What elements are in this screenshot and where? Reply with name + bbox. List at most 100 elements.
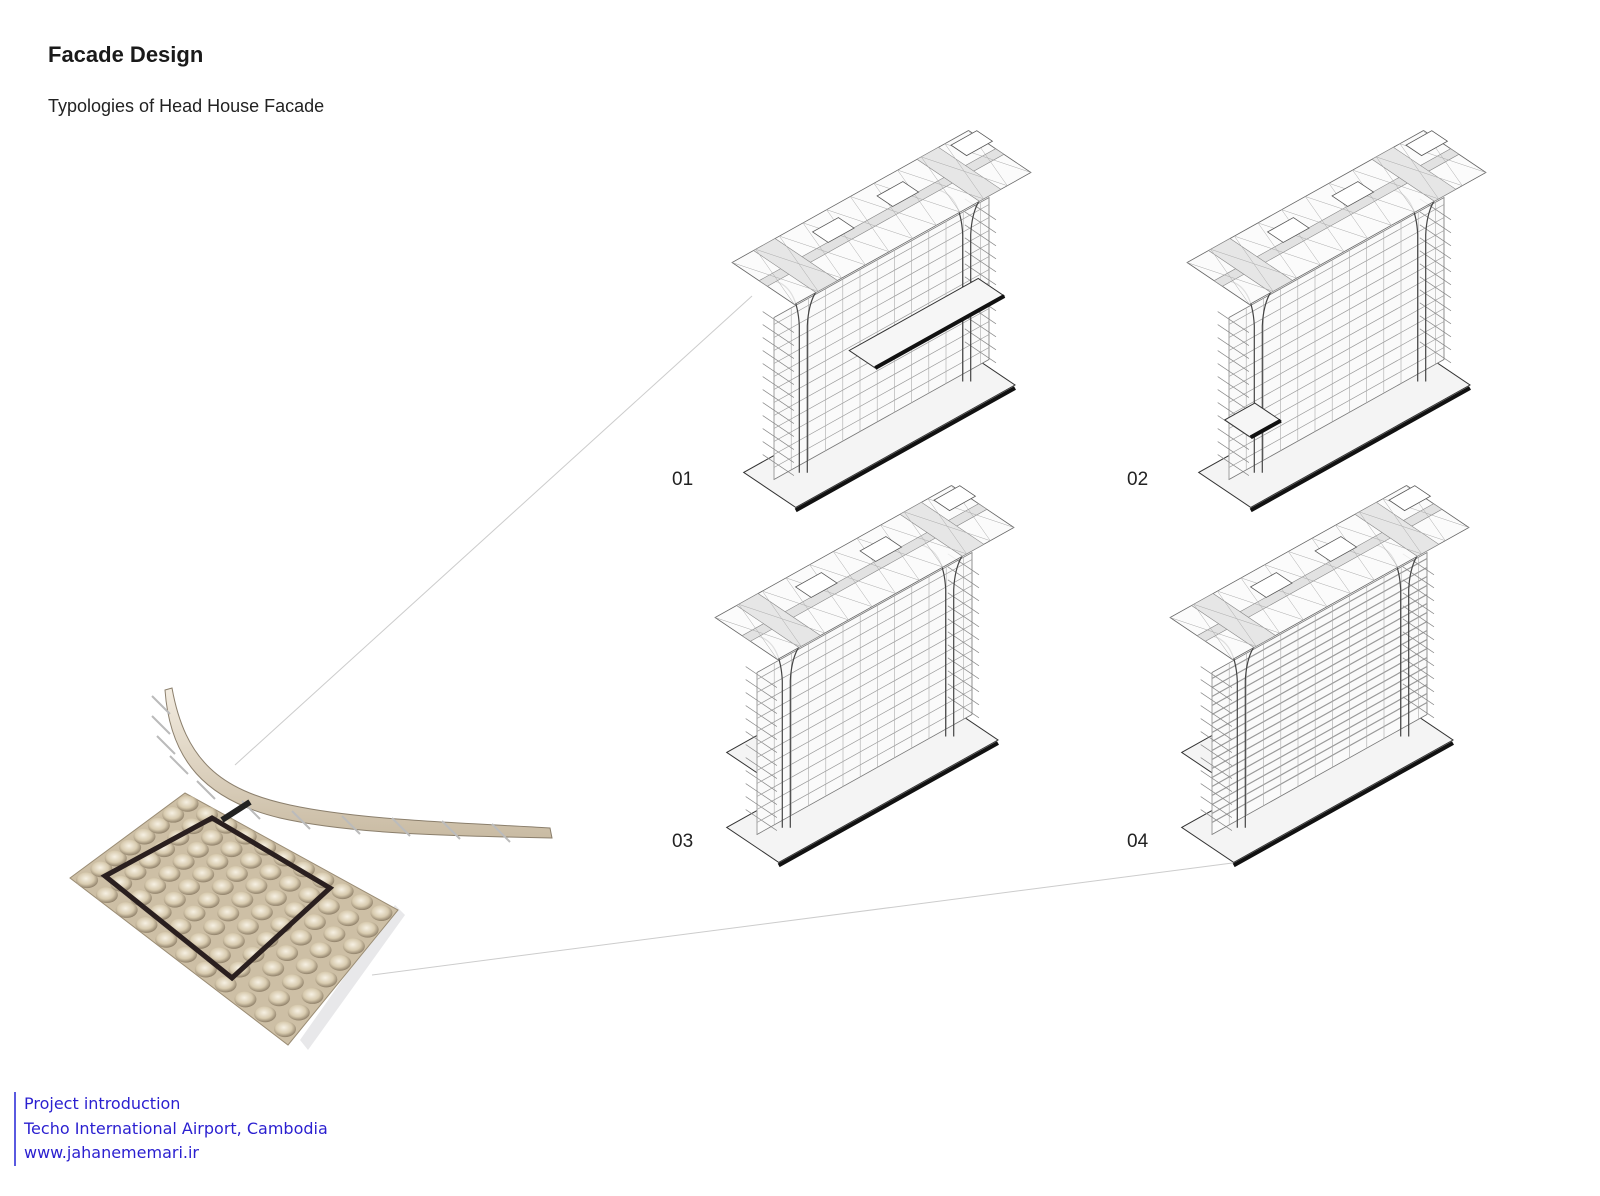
skylight	[794, 572, 838, 598]
fin	[964, 341, 997, 364]
roof-cushion	[163, 891, 186, 908]
mullion-h	[773, 217, 990, 338]
roof-brace	[1210, 249, 1297, 279]
fin	[1419, 211, 1452, 234]
fin	[745, 783, 778, 805]
roof-cushion	[147, 817, 170, 834]
roof-cushion	[264, 889, 287, 906]
facade-typologies	[714, 130, 1487, 868]
mullion-h	[1228, 282, 1445, 403]
slab-edge	[777, 741, 999, 868]
fin	[1419, 289, 1452, 312]
fin	[1200, 718, 1233, 740]
terminal-site-plan	[69, 687, 553, 1050]
roof-beam	[916, 146, 1002, 202]
pier-gate	[156, 735, 176, 755]
roof-brace	[1240, 577, 1328, 607]
roof-brace	[1288, 551, 1375, 581]
mullion-h	[1211, 566, 1428, 689]
fin	[1419, 224, 1452, 247]
roof-cushion	[172, 853, 195, 870]
connector-bridge	[220, 799, 252, 823]
footer-credit: Project introduction Techo International…	[14, 1092, 328, 1166]
pier-gate	[151, 715, 171, 735]
mullion-h	[1228, 347, 1445, 468]
roof-brace	[880, 524, 967, 555]
fin	[762, 350, 795, 372]
skylight	[876, 181, 920, 207]
roof-cushion	[239, 852, 262, 869]
roof-cushion	[245, 877, 268, 894]
roof-brace	[714, 617, 802, 647]
fin	[947, 566, 980, 589]
fin	[762, 311, 795, 333]
footer-line-website[interactable]: www.jahanememari.ir	[24, 1143, 200, 1162]
fin	[947, 631, 980, 654]
roof-cushion	[312, 872, 335, 889]
roof-brace	[1186, 262, 1274, 292]
roof-cushion	[301, 987, 324, 1004]
roof-cushion	[95, 887, 118, 904]
mullion-h	[1211, 665, 1428, 788]
roof-cushion	[186, 841, 209, 858]
roof-cushion	[208, 947, 231, 964]
fin	[1402, 657, 1435, 680]
fin	[762, 376, 795, 398]
fin	[762, 389, 795, 411]
fin	[745, 718, 778, 740]
roof-cushion	[124, 864, 147, 881]
typology-label-04: 04	[1127, 831, 1149, 852]
roof-cushion	[356, 921, 379, 938]
fin	[745, 757, 778, 779]
fin	[1200, 757, 1233, 779]
fin	[762, 363, 795, 385]
roof-cushion	[250, 904, 273, 921]
facade-1	[731, 130, 1032, 513]
fin	[1217, 337, 1250, 359]
leader-lines	[234, 295, 1241, 976]
roof-cushion	[217, 905, 240, 922]
roof-brace	[897, 169, 984, 200]
roof-cushion	[287, 1004, 310, 1021]
mullion-h	[756, 637, 973, 758]
pier-gate	[491, 823, 511, 843]
fin	[947, 670, 980, 693]
roof-cushion	[197, 892, 220, 909]
fin	[947, 657, 980, 680]
mullion-h	[1211, 575, 1428, 698]
fin	[1200, 692, 1233, 714]
typology-label-01: 01	[672, 469, 694, 490]
mullion-h	[1211, 674, 1428, 797]
fin	[1200, 679, 1233, 701]
fin	[1419, 341, 1452, 364]
facade-4	[1169, 485, 1470, 868]
fin	[745, 679, 778, 701]
fin	[964, 237, 997, 260]
fin	[1419, 250, 1452, 273]
roof-shadow	[300, 905, 405, 1050]
roof-brace	[1264, 564, 1351, 594]
mullion-h	[756, 559, 973, 680]
roof-beam	[899, 501, 985, 557]
roof-cushion	[309, 942, 332, 959]
fin	[762, 415, 795, 437]
roof-cushion	[203, 919, 226, 936]
fin	[1402, 683, 1435, 706]
mullion-h	[773, 243, 990, 364]
mullion-h	[1211, 647, 1428, 770]
fin	[1217, 454, 1250, 476]
mullion-h	[773, 204, 990, 325]
mullion-h	[1211, 656, 1428, 779]
mullion-h	[773, 321, 990, 442]
fin	[947, 579, 980, 602]
fin	[1402, 592, 1435, 615]
fin	[745, 705, 778, 727]
roof-cushion	[194, 961, 217, 978]
fin	[762, 402, 795, 424]
roof-spine	[758, 148, 1005, 287]
mullion-h	[1228, 217, 1445, 338]
fin	[1217, 350, 1250, 372]
fin	[745, 770, 778, 792]
fin	[745, 731, 778, 753]
